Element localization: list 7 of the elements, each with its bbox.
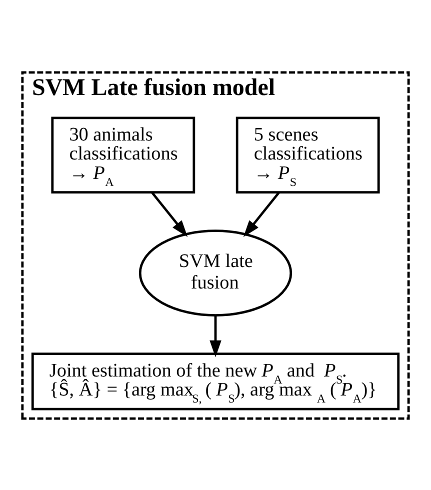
node-box: Joint estimation of the new P$_{A}$ and P$_{S}$. {Ŝ, Â} = {arg max$_{S,}$ (P$_{S}$), arg max$_{A}$ (P$_{A}$)} <box>31 352 400 410</box>
node-box: 30 animals classifications → P$_{A}$ <box>51 116 196 193</box>
node-box: 5 scenes classifications → P$_{S}$ <box>236 116 380 193</box>
node-ellipse: SVM late fusion <box>138 229 292 316</box>
arrow <box>243 191 280 237</box>
arrow <box>151 191 188 237</box>
arrow <box>210 315 222 357</box>
